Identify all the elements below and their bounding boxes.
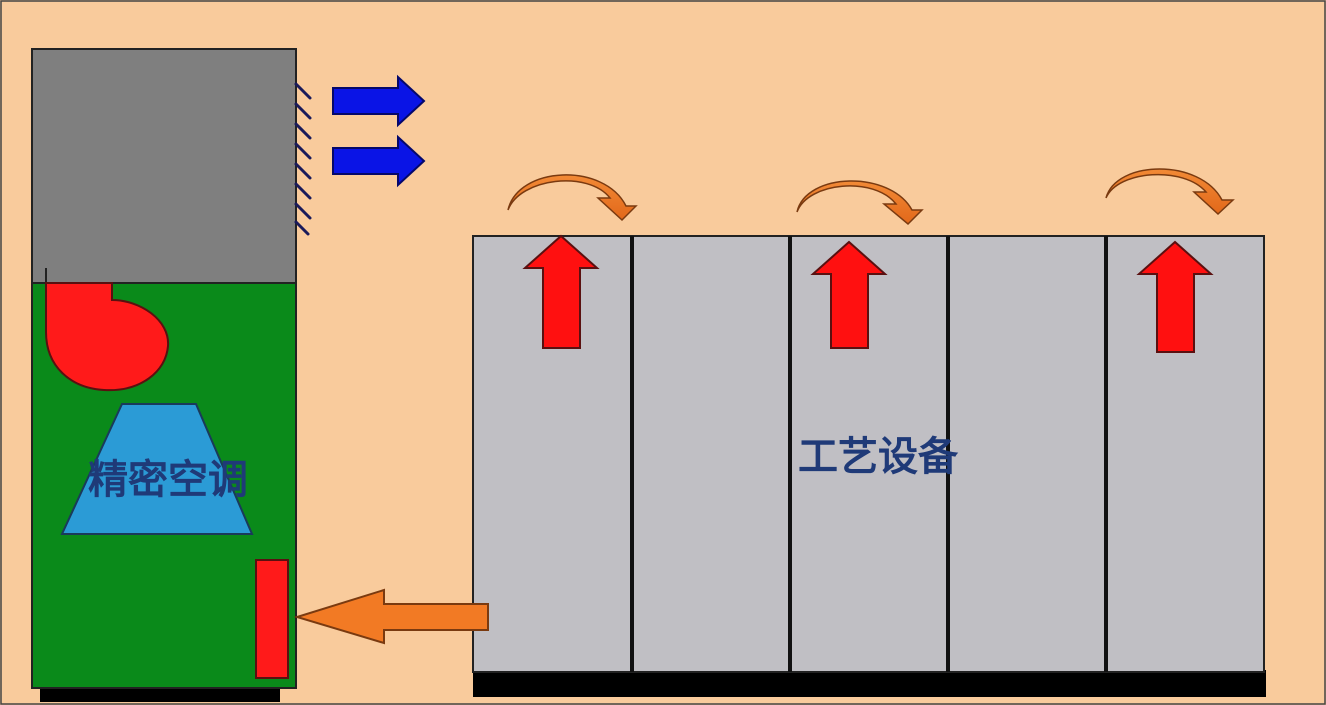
rack-2 — [631, 235, 791, 673]
ac-base — [40, 688, 280, 702]
circulation-arrows — [507, 168, 1235, 226]
hot-air-arrow-2 — [810, 240, 888, 349]
hot-air-arrow-3 — [1136, 240, 1214, 353]
cooling-coil-icon — [60, 403, 254, 535]
hot-air-arrow-1 — [522, 234, 600, 349]
ac-upper-section — [31, 48, 297, 284]
curved-arrow-1 — [507, 174, 638, 222]
curved-arrow-3 — [1105, 168, 1235, 216]
louver-grille-icon — [294, 82, 312, 236]
supply-air-arrows — [332, 74, 426, 188]
equipment-label: 工艺设备 — [798, 434, 959, 480]
hot-air-arrows — [522, 234, 1214, 353]
precision-ac-unit: 精密空调 — [31, 48, 312, 702]
process-equipment-racks: 工艺设备 — [472, 235, 1266, 697]
air-filter-icon — [255, 559, 289, 679]
equipment-base — [473, 670, 1266, 697]
curved-arrow-2 — [796, 180, 924, 226]
rack-4 — [947, 235, 1107, 673]
fan-blower-icon — [45, 282, 170, 392]
supply-arrow-bottom — [332, 134, 426, 188]
return-air-arrow — [293, 588, 489, 645]
supply-arrow-top — [332, 74, 426, 128]
ac-unit-label: 精密空调 — [88, 457, 248, 503]
